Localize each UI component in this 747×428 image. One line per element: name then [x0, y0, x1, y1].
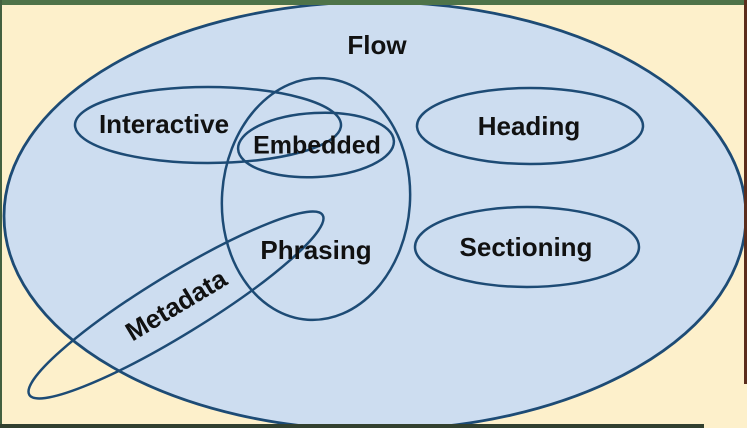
heading-label: Heading [477, 111, 581, 141]
metadata-ellipse [27, 210, 325, 400]
frame-edge-top [0, 0, 747, 5]
embedded-label: Embedded [253, 131, 381, 160]
frame-edge-right [744, 0, 747, 384]
interactive-label: Interactive [98, 109, 230, 139]
phrasing-label: Phrasing [260, 235, 372, 265]
interactive-ellipse [73, 85, 343, 165]
sectioning-ellipse [413, 205, 641, 289]
embedded-ellipse [236, 111, 396, 179]
frame-edge-left [0, 0, 2, 428]
phrasing-ellipse [220, 76, 412, 322]
heading-ellipse [415, 86, 645, 166]
sectioning-label: Sectioning [459, 232, 593, 262]
flow-label: Flow [347, 30, 407, 60]
frame-edge-bottom [0, 424, 704, 428]
